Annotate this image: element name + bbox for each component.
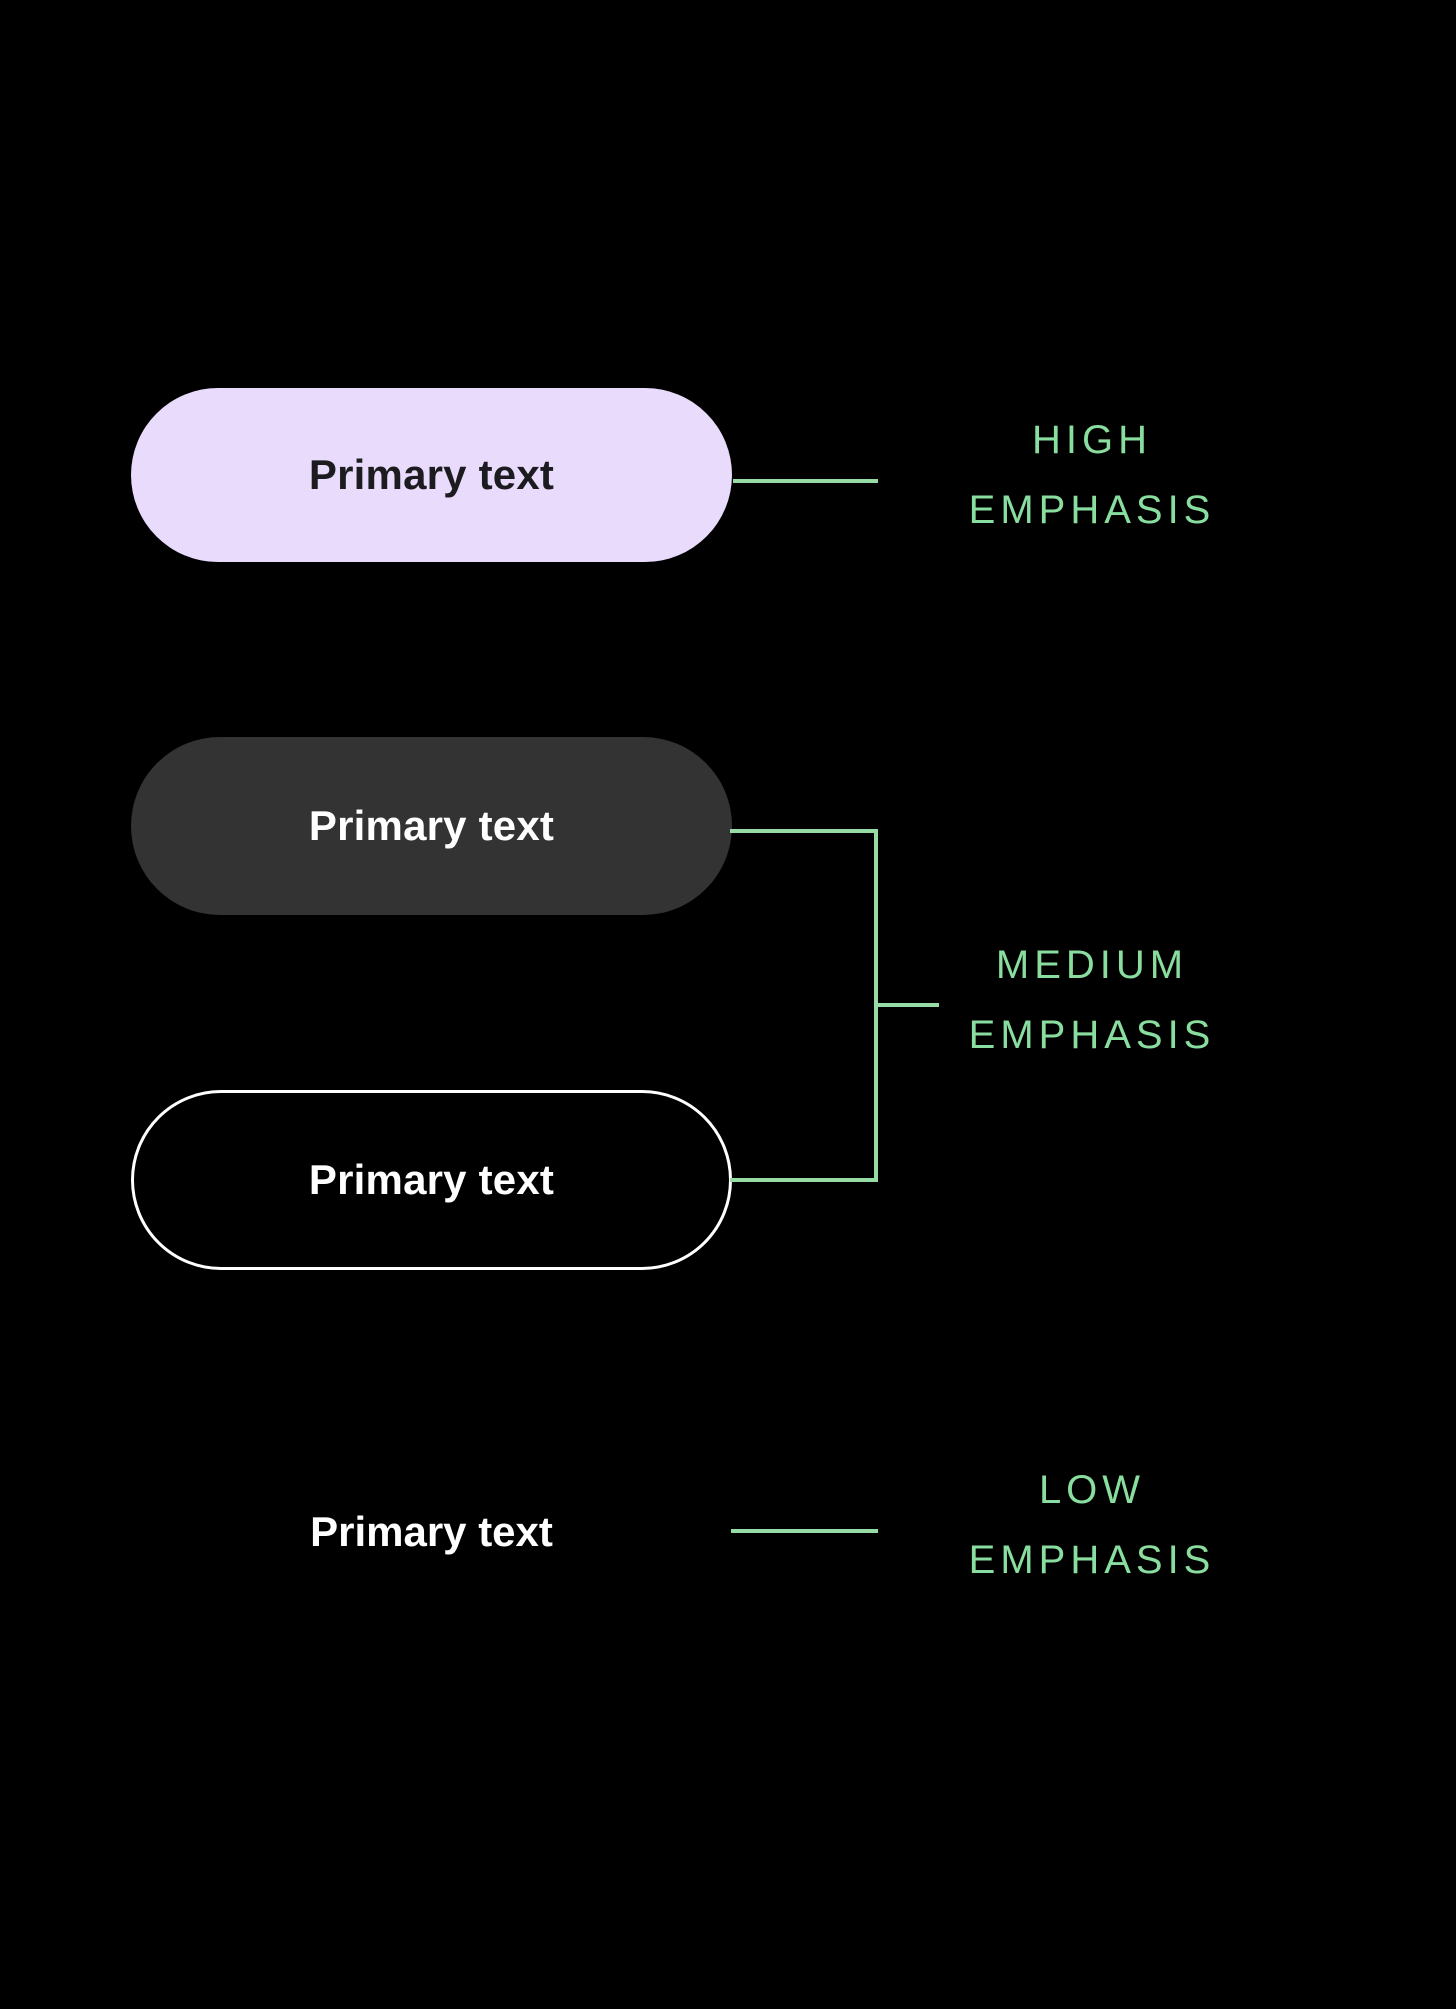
button-filled-primary[interactable]: Primary text xyxy=(131,388,732,562)
button-label: Primary text xyxy=(310,1508,553,1555)
button-label: Primary text xyxy=(308,802,555,849)
button-filled-tonal[interactable]: Primary text xyxy=(131,737,732,915)
button-outlined[interactable]: Primary text xyxy=(131,1090,732,1270)
connector-line-high-emphasis xyxy=(733,479,878,483)
emphasis-label-medium: MEDIUM EMPHASIS xyxy=(968,943,1216,1057)
emphasis-label-high: HIGH EMPHASIS xyxy=(968,418,1216,532)
emphasis-label-low: LOW EMPHASIS xyxy=(968,1468,1216,1582)
button-label: Primary text xyxy=(308,1156,555,1203)
connector-bracket-medium-emphasis xyxy=(730,829,878,1182)
connector-stem-medium-emphasis xyxy=(877,1003,939,1007)
button-text[interactable]: Primary text xyxy=(131,1496,732,1568)
button-label: Primary text xyxy=(308,451,555,498)
connector-line-low-emphasis xyxy=(731,1529,878,1533)
